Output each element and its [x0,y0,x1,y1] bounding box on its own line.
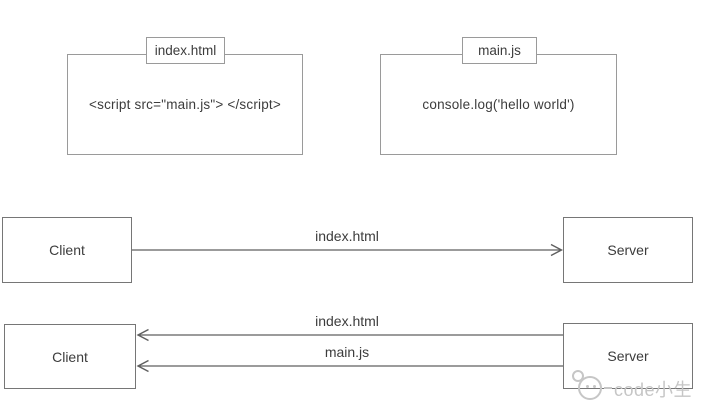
request-client-node: Client [2,217,132,283]
response-client-label: Client [52,348,88,365]
watermark-text: code小生 [614,380,693,400]
watermark: code小生 [568,366,707,406]
main-js-file-tab-label: main.js [478,43,521,58]
response-arrow-label-main-js: main.js [324,344,370,360]
watermark-dash [604,387,612,389]
main-js-code-text: console.log('hello world') [422,97,575,112]
index-html-file-tab-label: index.html [154,43,217,58]
index-html-file-box: <script src="main.js"> </script> [67,54,303,155]
request-arrow-right-icon [132,243,564,257]
response-server-label: Server [607,348,649,364]
request-server-label: Server [607,242,649,258]
watermark-logo-eye-icon [586,385,589,388]
watermark-logo-ear-icon [572,370,584,382]
watermark-panda-face-logo-icon [578,376,602,400]
response-client-node: Client [4,324,136,389]
index-html-file-tab: index.html [146,37,225,64]
response-arrow-left-main-icon [136,359,563,373]
main-js-file-tab: main.js [462,37,537,64]
index-html-code-text: <script src="main.js"> </script> [89,97,281,112]
response-arrow-label-index-html: index.html [315,313,379,329]
request-arrow-label: index.html [315,228,379,244]
main-js-file-box: console.log('hello world') [380,54,617,155]
response-arrow-left-index-icon [136,328,563,342]
watermark-logo-eye-icon [593,385,596,388]
request-client-label: Client [49,242,85,258]
request-server-node: Server [563,217,693,283]
